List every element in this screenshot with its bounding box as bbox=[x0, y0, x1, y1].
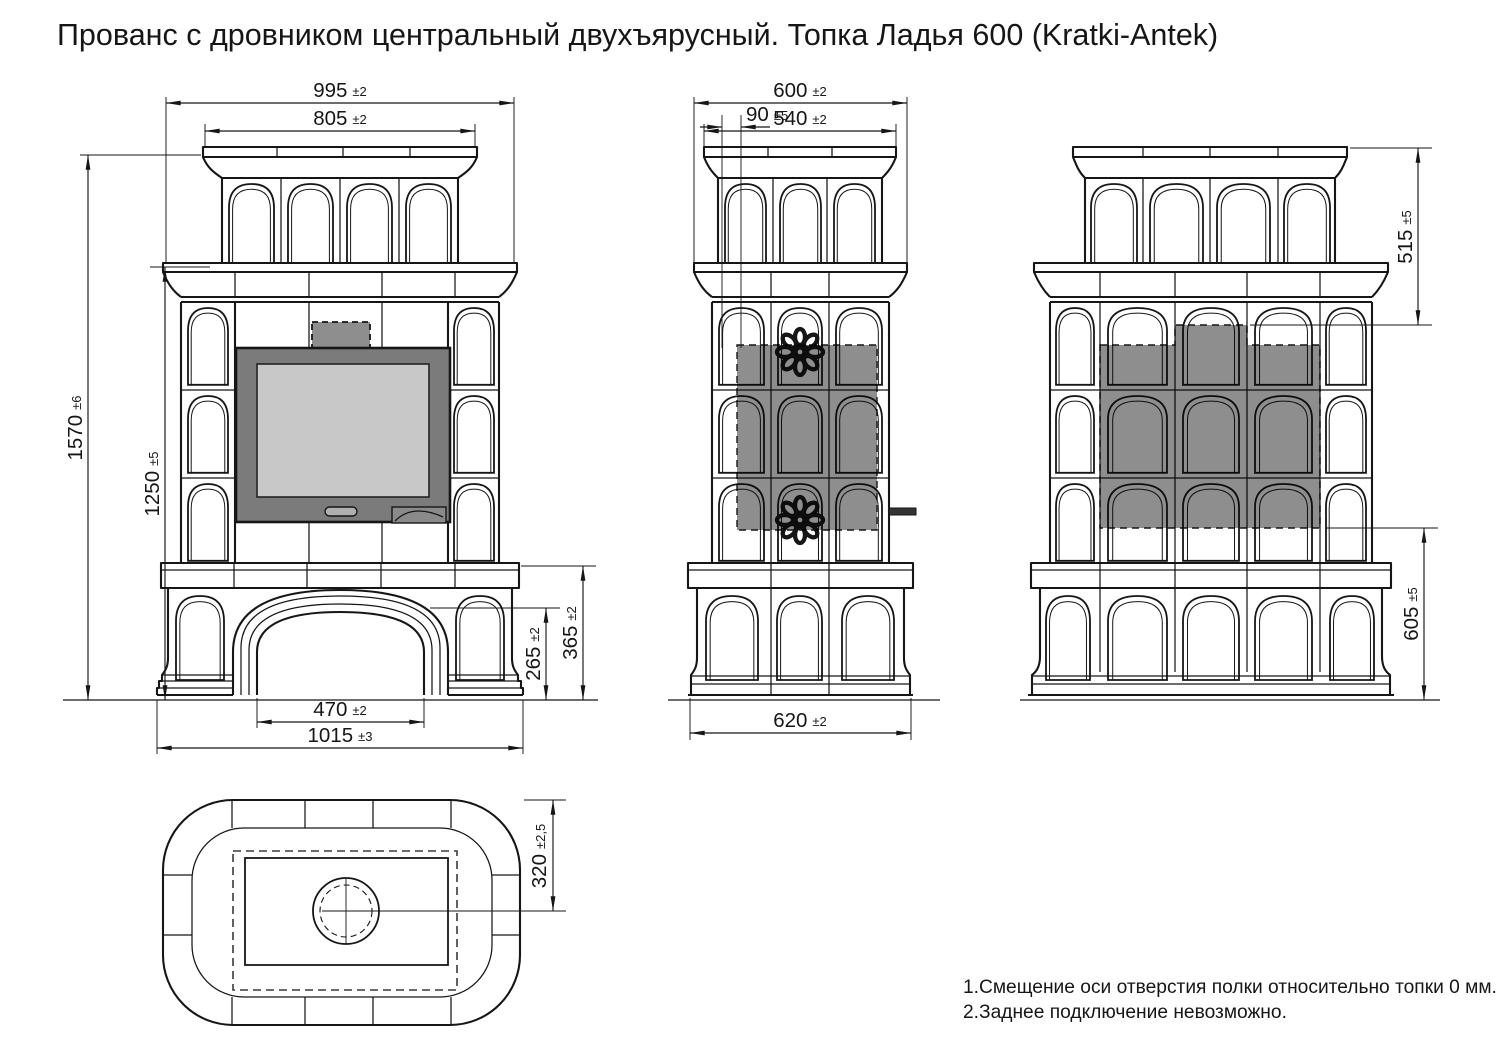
back-dimensions: 515±5 605±5 bbox=[1250, 147, 1438, 700]
notes-block: 1.Смещение оси отверстия полки относител… bbox=[963, 977, 1497, 1023]
front-crown bbox=[201, 145, 479, 264]
top-inner-contour bbox=[191, 827, 493, 998]
dim-front-opening-height: 265±2 bbox=[522, 627, 545, 681]
dim-front-base-height: 365±2 bbox=[559, 606, 582, 660]
dim-back-height-upper: 515±5 bbox=[1394, 210, 1417, 264]
dim-back-height-lower: 605±5 bbox=[1400, 587, 1423, 641]
firebox bbox=[234, 346, 452, 524]
firebox-outline-side bbox=[736, 344, 878, 531]
dim-side-width-crown: 540±2 bbox=[773, 107, 827, 130]
side-view: 600±2 540±2 90±5 620±2 bbox=[668, 79, 940, 740]
back-body bbox=[1048, 302, 1374, 563]
back-base bbox=[1028, 561, 1394, 697]
side-crown bbox=[702, 145, 898, 264]
side-handle bbox=[888, 507, 917, 516]
drawing-title: Прованс с дровником центральный двухъяру… bbox=[57, 18, 1218, 52]
dim-front-height-body: 1250±5 bbox=[141, 452, 164, 517]
dim-side-flue-offset: 90±5 bbox=[746, 103, 788, 126]
front-view: 995±2 805±2 1570±6 1250±5 365±2 265±2 47… bbox=[63, 79, 598, 754]
dim-side-base-width: 620±2 bbox=[773, 709, 827, 732]
flue-crosshair bbox=[322, 879, 347, 944]
side-dimensions: 600±2 540±2 90±5 620±2 bbox=[689, 79, 912, 740]
firebox-air-control bbox=[391, 506, 447, 524]
dim-front-height-total: 1570±6 bbox=[64, 396, 87, 461]
side-cornice bbox=[692, 261, 909, 304]
top-view: 320±2,5 bbox=[161, 798, 566, 1027]
front-base-panels bbox=[175, 595, 505, 681]
dim-front-width-top: 995±2 bbox=[313, 79, 367, 102]
top-tile-joints bbox=[163, 800, 520, 1025]
flue-collar bbox=[311, 321, 371, 349]
side-base bbox=[686, 561, 915, 697]
side-base-panels bbox=[705, 595, 895, 681]
dim-side-width-top: 600±2 bbox=[773, 79, 827, 102]
note-line-2: 2.Заднее подключение невозможно. bbox=[963, 1002, 1287, 1023]
firebox-outline-back bbox=[1099, 324, 1321, 529]
front-cornice bbox=[161, 261, 519, 304]
front-base bbox=[155, 561, 525, 697]
note-line-1: 1.Смещение оси отверстия полки относител… bbox=[963, 977, 1497, 998]
front-dimensions: 995±2 805±2 1570±6 1250±5 365±2 265±2 47… bbox=[64, 79, 596, 754]
back-base-panels bbox=[1045, 595, 1375, 681]
dim-front-width-crown: 805±2 bbox=[313, 107, 367, 130]
dim-front-base-width: 1015±3 bbox=[308, 724, 373, 747]
top-dashed-contour bbox=[232, 850, 458, 991]
back-crown bbox=[1071, 145, 1349, 264]
firebox-glass bbox=[256, 363, 430, 498]
back-cornice bbox=[1032, 261, 1390, 304]
dim-top-depth: 320±2,5 bbox=[528, 824, 551, 888]
back-view: 515±5 605±5 bbox=[1020, 145, 1440, 701]
firebox-handle bbox=[324, 506, 358, 517]
front-body bbox=[179, 302, 501, 563]
side-body bbox=[710, 302, 917, 563]
dim-front-opening-width: 470±2 bbox=[313, 698, 367, 721]
top-dimensions: 320±2,5 bbox=[524, 799, 566, 911]
